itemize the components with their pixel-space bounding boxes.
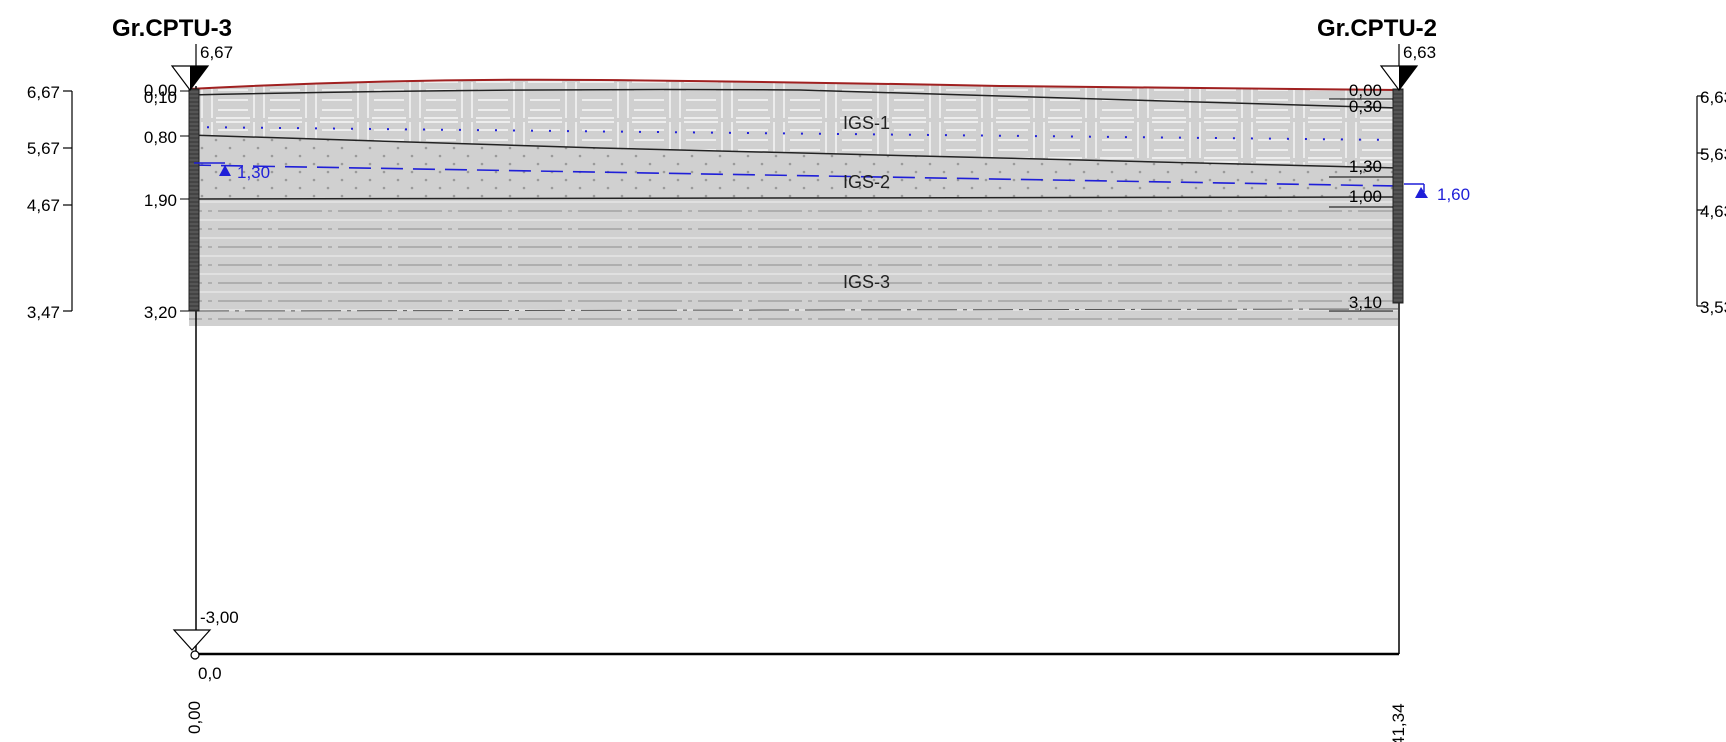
depth-label-left: 0,00 <box>144 81 177 100</box>
water-triangle-right <box>1415 187 1428 198</box>
depth-label-right: 1,30 <box>1349 157 1382 176</box>
base-origin-label: 0,0 <box>198 664 222 683</box>
top-elevation-right: 6,63 <box>1403 43 1436 62</box>
borehole-title-right: Gr.CPTU-2 <box>1317 15 1437 42</box>
scale-label-left: 6,67 <box>27 83 60 102</box>
borehole-title-left: Gr.CPTU-3 <box>112 15 232 42</box>
scale-label-left: 4,67 <box>27 196 60 215</box>
boundary-igs2-igs3 <box>188 196 1399 200</box>
scale-label-right: 4,63 <box>1700 202 1726 221</box>
borehole-column-left <box>188 88 200 312</box>
scale-label-right: 6,63 <box>1700 88 1726 107</box>
depth-label-right: 0,00 <box>1349 81 1382 100</box>
layer-label-igs2: IGS-2 <box>843 172 890 192</box>
borehole-head-marker-left-fill <box>190 66 208 90</box>
base-elevation-label: -3,00 <box>200 608 239 627</box>
scale-label-left: 3,47 <box>27 303 60 322</box>
depth-label-left: 0,10 <box>144 88 177 107</box>
scale-label-left: 5,67 <box>27 139 60 158</box>
base-marker <box>172 629 212 651</box>
scale-bar-left <box>63 90 73 312</box>
depth-label-left: 1,90 <box>144 191 177 210</box>
water-triangle-left <box>219 165 231 176</box>
water-level-label-left: 1,30 <box>237 163 270 182</box>
depth-label-right: 0,30 <box>1349 97 1382 116</box>
layer-label-igs3: IGS-3 <box>843 272 890 292</box>
scale-bar-right <box>1696 95 1705 307</box>
base-origin-circle <box>190 650 200 660</box>
depth-label-left: 0,80 <box>144 128 177 147</box>
boundary-igs3-bottom <box>188 308 1399 312</box>
depth-label-right: 3,10 <box>1349 293 1382 312</box>
x-label-start: 0,00 <box>185 701 204 734</box>
boundary-igs1-igs2 <box>188 134 1399 169</box>
scale-label-right: 3,53 <box>1700 298 1726 317</box>
water-level-dashed-line <box>188 164 1399 187</box>
layer-igs3-fill <box>189 197 1398 326</box>
layer-igs2-fill <box>189 135 1398 199</box>
borehole-head-marker-right-fill <box>1399 66 1417 90</box>
water-level-label-right: 1,60 <box>1437 185 1470 204</box>
layer-igs1-fill <box>189 79 1398 168</box>
depth-label-left: 3,20 <box>144 303 177 322</box>
x-label-end: 41,34 <box>1389 703 1408 742</box>
depth-label-right: 1,00 <box>1349 187 1382 206</box>
top-elevation-left: 6,67 <box>200 43 233 62</box>
layer-label-igs1: IGS-1 <box>843 113 890 133</box>
scale-label-right: 5,63 <box>1700 145 1726 164</box>
boundary-igs1-top <box>188 88 1399 109</box>
ground-surface-line <box>188 78 1399 91</box>
borehole-column-right <box>1392 88 1404 304</box>
